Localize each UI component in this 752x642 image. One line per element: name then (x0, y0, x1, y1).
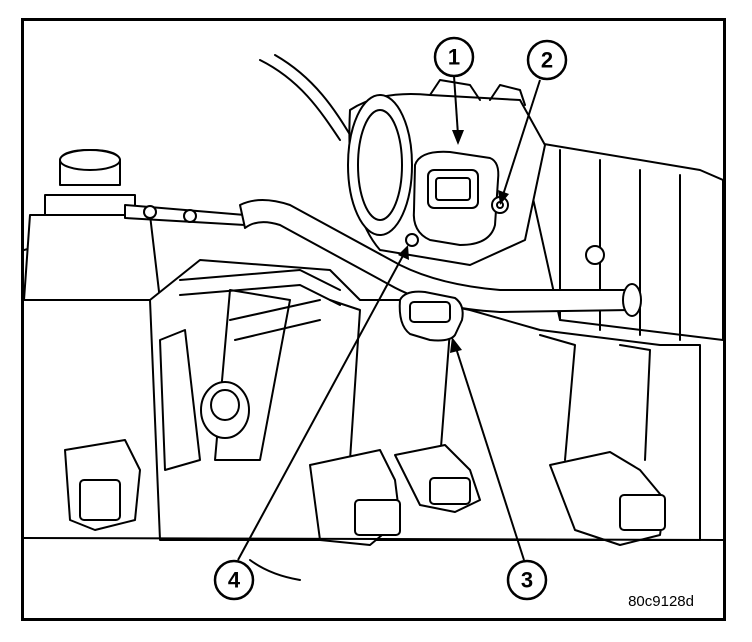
figure-frame (21, 18, 726, 621)
callout-4: 4 (213, 559, 255, 601)
callout-3: 3 (506, 559, 548, 601)
svg-text:2: 2 (541, 48, 553, 73)
arrowheads (398, 130, 509, 353)
svg-text:1: 1 (448, 45, 460, 70)
svg-text:4: 4 (228, 568, 241, 593)
callout-1: 1 (433, 36, 475, 78)
leader-1 (453, 75, 459, 136)
leader-4 (237, 251, 406, 561)
leader-2 (502, 79, 541, 196)
leader-lines (237, 75, 541, 561)
svg-text:3: 3 (521, 568, 533, 593)
figure-code: 80c9128d (628, 593, 694, 610)
callout-2: 2 (526, 39, 568, 81)
ribbed-harness (179, 269, 341, 341)
leader-3 (454, 344, 525, 561)
